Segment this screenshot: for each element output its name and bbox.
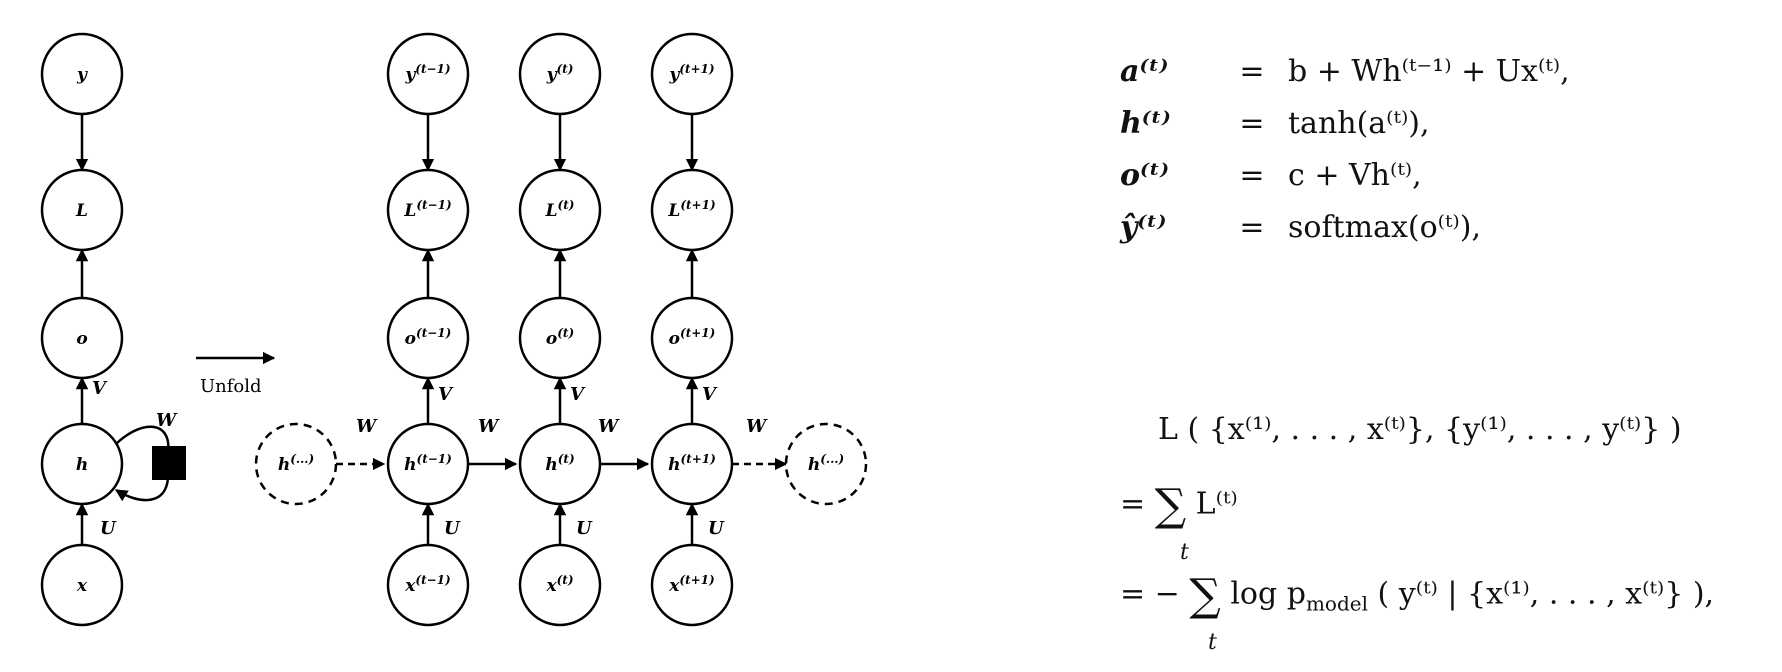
loss-line-3-model-subscript: model [1305,591,1368,616]
equations-panel: a⁽ᵗ⁾ = b + Wh⁽ᵗ⁻¹⁾ + Ux⁽ᵗ⁾, h⁽ᵗ⁾ = tanh(… [1120,40,1760,660]
node-l-label: L [75,201,88,221]
node-h-label: h(t) [545,452,574,475]
node-h-label: h(t−1) [404,452,452,475]
node-l [40,168,124,252]
delay-square-icon [152,446,186,480]
loss-line-3-subscript: t [1208,630,1217,655]
node-h-label: h [76,455,88,475]
node-h [40,422,124,506]
equation-rhs: b + Wh⁽ᵗ⁻¹⁾ + Ux⁽ᵗ⁾, [1288,54,1570,89]
equation-equals: = [1239,158,1265,193]
column-t-plus-1: y(t+1) L(t+1) o(t+1) h(t+1) x(t+1) V U [650,32,734,627]
node-y-label: y(t−1) [404,62,450,85]
node-o-label: o [76,329,87,349]
node-y [40,32,124,116]
node-o-label: o(t−1) [405,326,452,349]
equation-lhs: a⁽ᵗ⁾ [1120,54,1169,89]
edge-label-w-3: W [746,416,768,437]
edge-label-u: U [708,518,725,539]
edge-label-u: U [444,518,461,539]
equation-rhs: softmax(o⁽ᵗ⁾), [1288,210,1482,245]
edge-label-w-1: W [478,416,500,437]
unfolded-graph: h(...) h(...) W W W W y(t−1) L(t−1) o(t−… [254,32,868,627]
edge-label-u: U [576,518,593,539]
self-loop-top [111,425,170,453]
node-y-label: y(t) [546,62,574,85]
node-h-label: h(t+1) [668,452,716,475]
node-x-label: x(t+1) [668,573,714,596]
node-y [386,32,470,116]
loss-line-2-subscript: t [1180,540,1189,565]
self-loop-bottom [114,477,170,502]
equation-lhs: ŷ⁽ᵗ⁾ [1120,210,1167,245]
node-l-label: L(t−1) [403,198,451,221]
node-y-label: y [76,65,88,85]
node-x-label: x [76,576,88,596]
rnn-diagram: y L o h x V U W Unfold h(...) h(...) W W… [40,32,868,627]
node-h [518,422,602,506]
equation-equals: = [1239,54,1265,89]
node-l [386,168,470,252]
loss-line-3-prefix: = − [1120,576,1180,612]
node-o [40,296,124,380]
node-x [518,543,602,627]
node-o [650,296,734,380]
node-l [650,168,734,252]
node-h-ellipsis-left [254,422,338,506]
node-h [386,422,470,506]
node-h-ellipsis-right [784,422,868,506]
loss-line-1: L ( {x⁽¹⁾, . . . , x⁽ᵗ⁾}, {y⁽¹⁾, . . . ,… [1158,412,1682,447]
node-l-label: L(t) [545,198,575,221]
node-l-label: L(t+1) [667,198,715,221]
edge-label-u: U [100,518,117,539]
node-x [650,543,734,627]
loss-line-3-body: log p [1230,576,1306,612]
node-y [650,32,734,116]
equation-equals: = [1239,210,1265,245]
node-h-ellipsis-left-label: h(...) [278,452,314,475]
sum-icon: ∑ [1189,570,1221,621]
column-t: y(t) L(t) o(t) h(t) x(t) V U [518,32,602,627]
node-o [386,296,470,380]
equation-rhs: c + Vh⁽ᵗ⁾, [1288,158,1422,193]
unfold-label: Unfold [200,376,262,397]
node-o-label: o(t+1) [669,326,716,349]
node-o-label: o(t) [546,326,574,349]
node-x-label: x(t) [545,573,573,596]
edge-label-v: V [702,384,718,405]
edge-label-w-2: W [598,416,620,437]
equation-lhs: h⁽ᵗ⁾ [1120,106,1171,141]
node-y [518,32,602,116]
equation-lhs: o⁽ᵗ⁾ [1120,158,1169,193]
edge-label-w: W [156,410,178,431]
node-y-label: y(t+1) [668,62,714,85]
node-h [650,422,734,506]
node-x-label: x(t−1) [404,573,450,596]
edge-label-w-0: W [356,416,378,437]
equation-equals: = [1239,106,1265,141]
node-l [518,168,602,252]
loss-line-2-prefix: = [1120,486,1146,522]
loss-line-2: = ∑ L⁽ᵗ⁾ [1120,480,1238,531]
sum-icon: ∑ [1154,480,1187,531]
equation-rhs: tanh(a⁽ᵗ⁾), [1288,106,1430,141]
node-x [386,543,470,627]
column-t-minus-1: y(t−1) L(t−1) o(t−1) h(t−1) x(t−1) V U [386,32,470,627]
edge-label-v: V [438,384,454,405]
loss-line-3: = − ∑ log pmodel ( y⁽ᵗ⁾ | {x⁽¹⁾, . . . ,… [1120,570,1714,621]
loss-line-3-tail: ( y⁽ᵗ⁾ | {x⁽¹⁾, . . . , x⁽ᵗ⁾} ), [1367,576,1715,612]
edge-label-v: V [92,378,108,399]
loss-line-2-body: L⁽ᵗ⁾ [1195,486,1238,522]
folded-graph: y L o h x V U W [40,32,186,627]
node-o [518,296,602,380]
node-h-ellipsis-right-label: h(...) [808,452,844,475]
unfold-arrow: Unfold [196,351,276,397]
node-x [40,543,124,627]
edge-label-v: V [570,384,586,405]
